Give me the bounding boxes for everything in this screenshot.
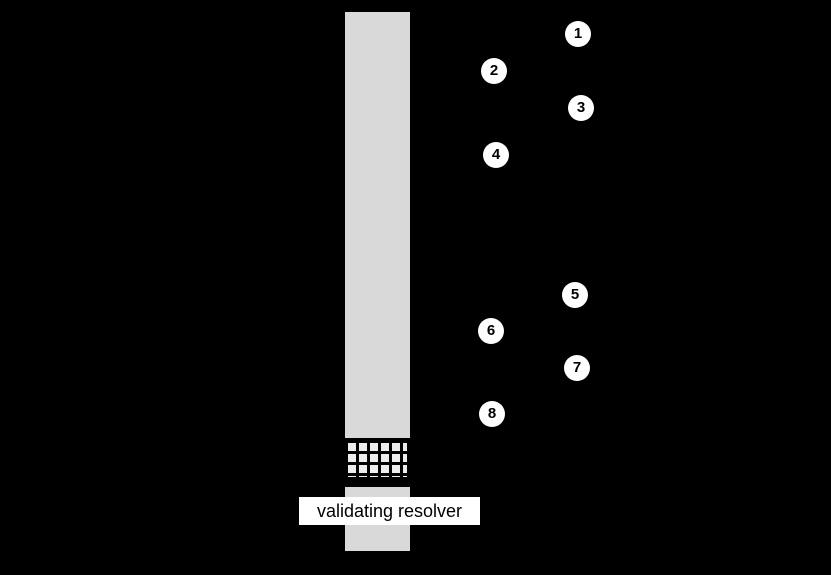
- step-marker-5: 5: [562, 282, 588, 308]
- validating-resolver-label: validating resolver: [299, 497, 480, 525]
- step-marker-2: 2: [481, 58, 507, 84]
- step-marker-7: 7: [564, 355, 590, 381]
- resolver-grid-pattern: [345, 440, 410, 480]
- step-marker-6: 6: [478, 318, 504, 344]
- step-marker-1: 1: [565, 21, 591, 47]
- step-marker-3: 3: [568, 95, 594, 121]
- step-marker-4: 4: [483, 142, 509, 168]
- resolver-column-top: [345, 12, 410, 438]
- step-marker-8: 8: [479, 401, 505, 427]
